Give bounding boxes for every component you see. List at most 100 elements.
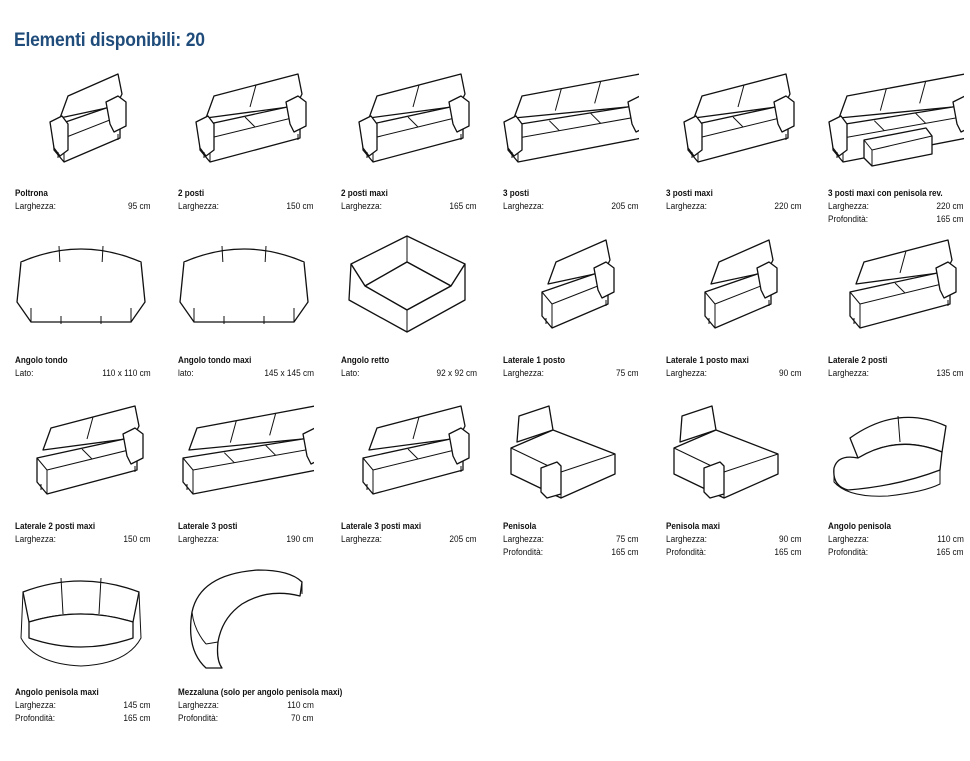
dimension-label: Larghezza: bbox=[341, 534, 382, 544]
dimension-value: 145 cm bbox=[123, 700, 151, 710]
dimension-row: Larghezza: 205 cm bbox=[503, 200, 639, 213]
dimension-row: Larghezza:75 cm bbox=[503, 533, 639, 546]
dimension-row: Profondità:165 cm bbox=[828, 213, 964, 226]
dimension-label: Larghezza: bbox=[15, 534, 56, 544]
element-name: Laterale 2 posti bbox=[828, 355, 888, 365]
element-name: 2 posti maxi bbox=[341, 188, 388, 198]
dimension-value: 190 cm bbox=[286, 534, 314, 544]
sofa3-illustration bbox=[503, 66, 639, 178]
dimension-value: 70 cm bbox=[291, 713, 314, 723]
element-name: Penisola bbox=[503, 521, 537, 531]
dimension-row: Larghezza:165 cm bbox=[341, 200, 477, 213]
dimension-label: Larghezza: bbox=[828, 368, 869, 378]
dimension-value: 75 cm bbox=[616, 368, 639, 378]
dimension-value: 165 cm bbox=[449, 201, 477, 211]
dimension-row: Larghezza: 150 cm bbox=[15, 533, 151, 546]
dimension-label: Larghezza: bbox=[178, 700, 219, 710]
dimension-label: Profondità: bbox=[178, 713, 219, 723]
dimension-label: Larghezza: bbox=[503, 368, 544, 378]
dimension-label: Larghezza: bbox=[503, 201, 544, 211]
dimension-label: Larghezza: bbox=[15, 700, 56, 710]
element-name: Laterale 3 posti bbox=[178, 521, 238, 531]
dimension-row: Profondità: 70 cm bbox=[178, 712, 314, 725]
dimension-value: 150 cm bbox=[286, 201, 314, 211]
chaise-illustration bbox=[666, 398, 802, 510]
dimension-label: Profondità: bbox=[828, 547, 869, 557]
right-corner-illustration bbox=[341, 232, 477, 344]
element-name: Angolo penisola maxi bbox=[15, 687, 99, 697]
dimension-row: Larghezza:150 cm bbox=[178, 200, 314, 213]
dimension-value: 90 cm bbox=[779, 368, 802, 378]
element-name: Laterale 1 posto maxi bbox=[666, 355, 749, 365]
round-corner-illustration bbox=[15, 232, 151, 344]
element-caption: 3 posti maxi con penisola rev.Larghezza:… bbox=[828, 187, 964, 226]
element-name: 3 posti maxi bbox=[666, 188, 713, 198]
element-caption: Angolo tondo maxi lato: 145 x 145 cm bbox=[178, 354, 314, 380]
dimension-label: Profondità: bbox=[15, 713, 56, 723]
element-name: Angolo penisola bbox=[828, 521, 892, 531]
dimension-value: 110 cm bbox=[937, 534, 964, 544]
side1-illustration bbox=[666, 232, 802, 344]
dimension-label: Larghezza: bbox=[666, 368, 707, 378]
dimension-value: 165 cm bbox=[611, 547, 639, 557]
element-name: Angolo tondo maxi bbox=[178, 355, 252, 365]
dimension-label: Larghezza: bbox=[178, 534, 219, 544]
element-name: Laterale 3 posti maxi bbox=[341, 521, 422, 531]
dimension-value: 92 x 92 cm bbox=[436, 368, 477, 378]
dimension-label: Larghezza: bbox=[503, 534, 544, 544]
dimension-row: lato: 145 x 145 cm bbox=[178, 367, 314, 380]
dimension-row: Larghezza: 205 cm bbox=[341, 533, 477, 546]
corner-chaise-illustration bbox=[828, 398, 964, 510]
element-name: Laterale 1 posto bbox=[503, 355, 566, 365]
sofa2-illustration bbox=[341, 66, 477, 178]
dimension-value: 220 cm bbox=[774, 201, 802, 211]
dimension-value: 145 x 145 cm bbox=[264, 368, 314, 378]
corner-chaise2-illustration bbox=[15, 564, 151, 676]
dimension-row: Lato:110 x 110 cm bbox=[15, 367, 151, 380]
dimension-row: Larghezza:95 cm bbox=[15, 200, 151, 213]
dimension-value: 110 x 110 cm bbox=[102, 368, 151, 378]
sofa2-illustration bbox=[178, 66, 314, 178]
dimension-row: Profondità:165 cm bbox=[15, 712, 151, 725]
dimension-row: Larghezza: 145 cm bbox=[15, 699, 151, 712]
dimension-row: Lato:92 x 92 cm bbox=[341, 367, 477, 380]
element-name: 3 posti maxi con penisola rev. bbox=[828, 188, 943, 198]
dimension-label: lato: bbox=[178, 368, 194, 378]
dimension-value: 135 cm bbox=[936, 368, 964, 378]
dimension-label: Larghezza: bbox=[666, 534, 707, 544]
side2-illustration bbox=[15, 398, 151, 510]
element-name: Mezzaluna (solo per angolo penisola maxi… bbox=[178, 687, 343, 697]
dimension-row: Profondità: 165 cm bbox=[503, 546, 639, 559]
dimension-label: Larghezza: bbox=[15, 201, 56, 211]
dimension-value: 110 cm bbox=[287, 700, 314, 710]
dimension-value: 165 cm bbox=[936, 547, 964, 557]
dimension-value: 205 cm bbox=[611, 201, 639, 211]
dimension-label: Profondità: bbox=[503, 547, 544, 557]
side2-illustration bbox=[341, 398, 477, 510]
dimension-row: Profondità:165 cm bbox=[666, 546, 802, 559]
dimension-value: 90 cm bbox=[779, 534, 802, 544]
armchair-illustration bbox=[15, 66, 151, 178]
page-title: Elementi disponibili: 20 bbox=[14, 30, 205, 51]
dimension-value: 205 cm bbox=[449, 534, 477, 544]
element-name: Angolo retto bbox=[341, 355, 390, 365]
dimension-value: 150 cm bbox=[123, 534, 151, 544]
element-name: Angolo tondo bbox=[15, 355, 68, 365]
